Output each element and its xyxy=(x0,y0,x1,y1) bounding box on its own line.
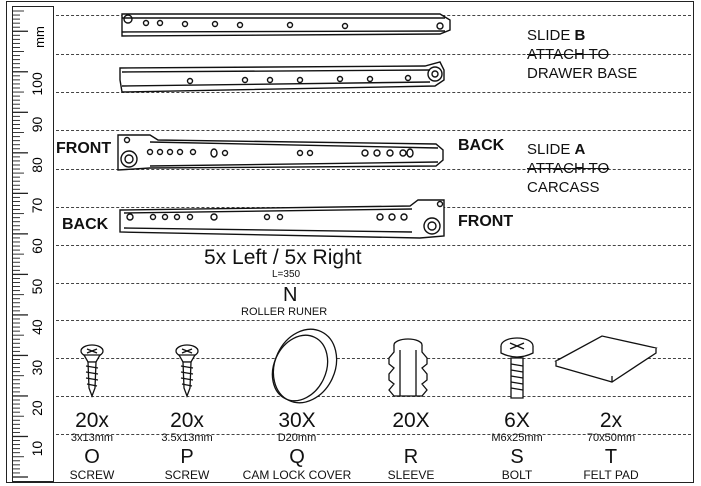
hardware-name: CAM LOCK COVER xyxy=(242,468,352,482)
guide-line xyxy=(56,169,691,170)
hardware-size: M6x25mm xyxy=(491,432,543,444)
hardware-letter: Q xyxy=(289,446,305,468)
slide-a-upper-left-label: FRONT xyxy=(56,140,112,157)
slide-a-letter: A xyxy=(574,141,586,158)
guide-line xyxy=(56,92,691,93)
hardware-name: SLEEVE xyxy=(387,468,435,482)
hardware-count: 2x xyxy=(599,409,623,432)
hardware-letter: P xyxy=(180,446,194,468)
hardware-count: 20x xyxy=(170,409,204,432)
cam-lock-cover-icon xyxy=(271,328,338,404)
bolt-icon xyxy=(500,337,534,399)
slide-a-lower-right-label: FRONT xyxy=(458,213,514,230)
hardware-letter: R xyxy=(403,446,419,468)
slide-a-upper-drawing xyxy=(117,134,444,171)
slide-b-lower-drawing xyxy=(119,61,445,93)
guide-line xyxy=(56,320,691,321)
ruler-label: 70 xyxy=(29,198,45,214)
slide-a-lower-drawing xyxy=(119,199,445,239)
hardware-size: 3x13mm xyxy=(70,432,114,444)
screw-icon xyxy=(175,344,199,398)
hardware-name: SCREW xyxy=(69,468,115,482)
slide-b-attach-line: ATTACH TO xyxy=(527,46,610,63)
guide-line xyxy=(56,358,691,359)
hardware-count: 20X xyxy=(392,409,430,432)
ruler-label: 10 xyxy=(29,441,45,457)
hardware-name: SCREW xyxy=(164,468,210,482)
page-border xyxy=(6,1,694,483)
hardware-size: 70x50mm xyxy=(586,432,636,444)
screw-icon xyxy=(80,344,104,398)
guide-line xyxy=(56,434,691,435)
hardware-letter: T xyxy=(604,446,618,468)
runner-name: ROLLER RUNER xyxy=(241,306,328,318)
runner-quantity: 5x Left / 5x Right xyxy=(204,246,362,269)
slide-a-title: SLIDE A xyxy=(527,142,585,157)
ruler-label: 90 xyxy=(29,116,45,132)
ruler-label: 50 xyxy=(29,279,45,295)
mm-ruler: 10 20 30 40 50 60 70 80 90 100 mm xyxy=(12,6,54,482)
slide-b-upper-drawing xyxy=(121,13,451,37)
runner-letter: N xyxy=(283,284,298,306)
hardware-size: 3.5x13mm xyxy=(161,432,213,444)
hardware-size: D20mm xyxy=(277,432,317,444)
ruler-label: 100 xyxy=(29,72,45,96)
slide-a-lower-left-label: BACK xyxy=(62,216,109,233)
hardware-count: 6X xyxy=(504,409,530,432)
felt-pad-icon xyxy=(554,335,658,383)
ruler-unit: mm xyxy=(32,26,47,48)
ruler-label: 60 xyxy=(29,238,45,254)
ruler-label: 80 xyxy=(29,157,45,173)
guide-line xyxy=(56,245,691,246)
hardware-name: BOLT xyxy=(501,468,533,482)
slide-b-letter: B xyxy=(574,27,586,44)
guide-line xyxy=(56,283,691,284)
hardware-count: 20x xyxy=(75,409,109,432)
slide-b-title: SLIDE B xyxy=(527,28,585,43)
slide-a-attach-line: ATTACH TO xyxy=(527,160,610,177)
hardware-name: FELT PAD xyxy=(583,468,639,482)
hardware-count: 30X xyxy=(278,409,316,432)
guide-line xyxy=(56,54,691,55)
guide-line xyxy=(56,396,691,397)
slide-a-upper-right-label: BACK xyxy=(458,137,505,154)
ruler-label: 20 xyxy=(29,400,45,416)
slide-b-prefix: SLIDE xyxy=(527,27,575,44)
guide-line xyxy=(56,130,691,131)
hardware-letter: S xyxy=(510,446,524,468)
runner-length: L=350 xyxy=(272,269,301,280)
ruler-label: 30 xyxy=(29,360,45,376)
slide-a-target: CARCASS xyxy=(527,179,600,196)
sleeve-icon xyxy=(388,338,428,397)
ruler-scale: 10 20 30 40 50 60 70 80 90 100 mm xyxy=(13,10,47,478)
ruler-label: 40 xyxy=(29,319,45,335)
slide-b-target: DRAWER BASE xyxy=(527,65,638,82)
hardware-letter: O xyxy=(84,446,100,468)
slide-a-prefix: SLIDE xyxy=(527,141,575,158)
